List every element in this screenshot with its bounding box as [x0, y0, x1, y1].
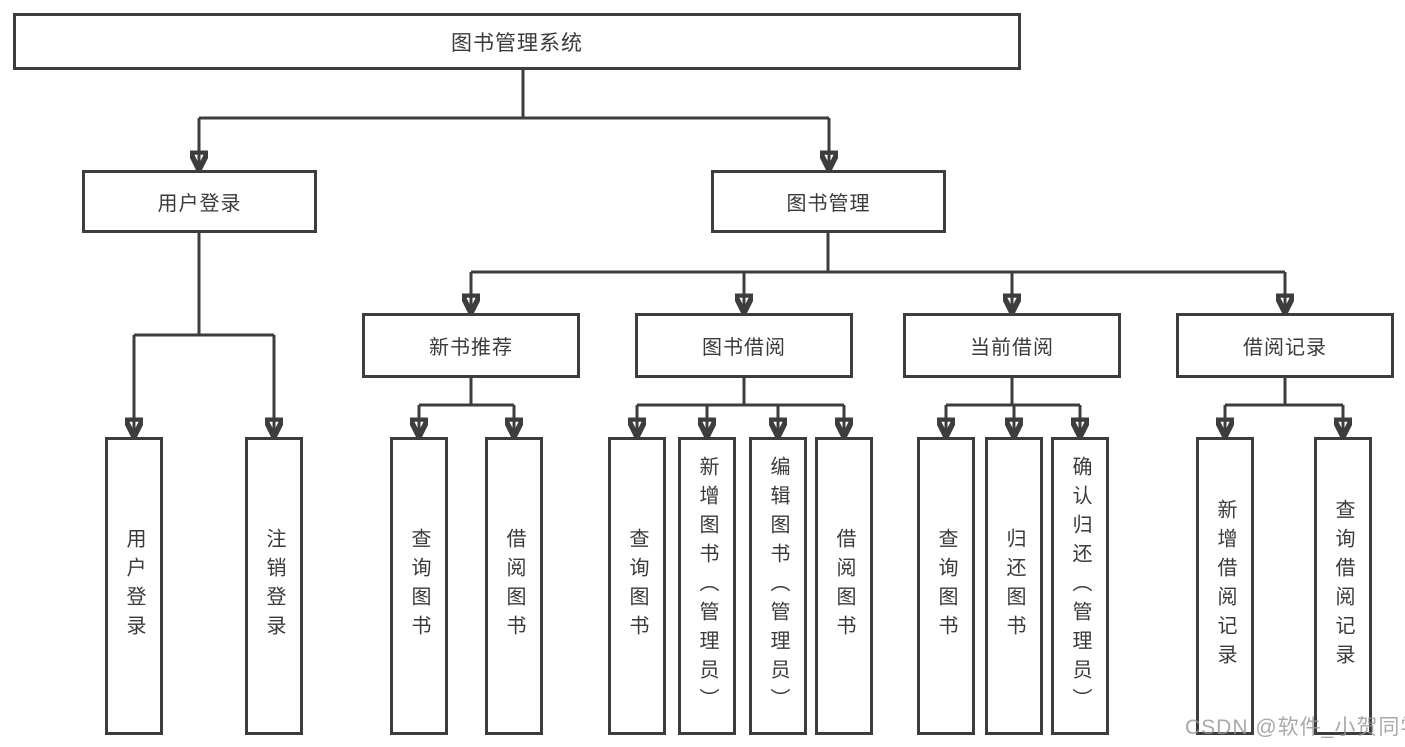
node-user-login-label: 用户登录	[157, 193, 242, 215]
connector-borrow-records-fork	[1225, 378, 1343, 437]
leaf-borrow-add-books-admin-label: 新增图书（管理员）	[696, 455, 718, 717]
node-borrow-records-label: 借阅记录	[1243, 337, 1327, 359]
connector-root-fork	[199, 70, 829, 170]
node-root-label: 图书管理系统	[451, 31, 583, 55]
node-book-mgmt: 图书管理	[711, 170, 946, 233]
leaf-records-query-record-label: 查询借阅记录	[1332, 499, 1354, 673]
leaf-newbooks-borrow-books-label: 借阅图书	[503, 528, 525, 644]
leaf-borrow-query-books: 查询图书	[608, 437, 666, 735]
leaf-current-confirm-return-admin-label: 确认归还（管理员）	[1069, 455, 1091, 717]
leaf-borrow-edit-books-admin: 编辑图书（管理员）	[749, 437, 807, 735]
connector-user-login-fork	[134, 233, 274, 437]
leaf-logout-label: 注销登录	[263, 528, 285, 644]
node-book-borrow-label: 图书借阅	[702, 337, 786, 359]
leaf-current-query-books: 查询图书	[917, 437, 975, 735]
leaf-newbooks-query-books: 查询图书	[390, 437, 448, 735]
leaf-records-add-record: 新增借阅记录	[1196, 437, 1254, 735]
node-new-books: 新书推荐	[362, 313, 580, 378]
connector-new-books-fork	[419, 378, 514, 437]
connector-current-borrow-fork	[946, 378, 1080, 437]
connector-book-mgmt-fork	[471, 233, 1285, 313]
connector-book-borrow-fork	[637, 378, 844, 437]
leaf-user-login: 用户登录	[105, 437, 163, 735]
leaf-records-query-record: 查询借阅记录	[1314, 437, 1372, 735]
node-current-borrow: 当前借阅	[903, 313, 1121, 378]
csdn-watermark: CSDN @软件_小贺同学	[1185, 716, 1405, 739]
leaf-borrow-borrow-books: 借阅图书	[815, 437, 873, 735]
leaf-user-login-label: 用户登录	[123, 528, 145, 644]
node-root-library-system: 图书管理系统	[13, 13, 1021, 70]
leaf-logout: 注销登录	[245, 437, 303, 735]
node-new-books-label: 新书推荐	[429, 337, 513, 359]
leaf-borrow-query-books-label: 查询图书	[626, 528, 648, 644]
leaf-current-query-books-label: 查询图书	[935, 528, 957, 644]
leaf-borrow-add-books-admin: 新增图书（管理员）	[678, 437, 736, 735]
leaf-current-confirm-return-admin: 确认归还（管理员）	[1051, 437, 1109, 735]
node-book-borrow: 图书借阅	[635, 313, 853, 378]
node-current-borrow-label: 当前借阅	[970, 337, 1054, 359]
leaf-current-return-books: 归还图书	[985, 437, 1043, 735]
leaf-newbooks-borrow-books: 借阅图书	[485, 437, 543, 735]
leaf-borrow-edit-books-admin-label: 编辑图书（管理员）	[767, 455, 789, 717]
leaf-borrow-borrow-books-label: 借阅图书	[833, 528, 855, 644]
node-book-mgmt-label: 图书管理	[786, 193, 871, 215]
leaf-newbooks-query-books-label: 查询图书	[408, 528, 430, 644]
node-user-login: 用户登录	[82, 170, 317, 233]
node-borrow-records: 借阅记录	[1176, 313, 1394, 378]
leaf-current-return-books-label: 归还图书	[1003, 528, 1025, 644]
leaf-records-add-record-label: 新增借阅记录	[1214, 499, 1236, 673]
